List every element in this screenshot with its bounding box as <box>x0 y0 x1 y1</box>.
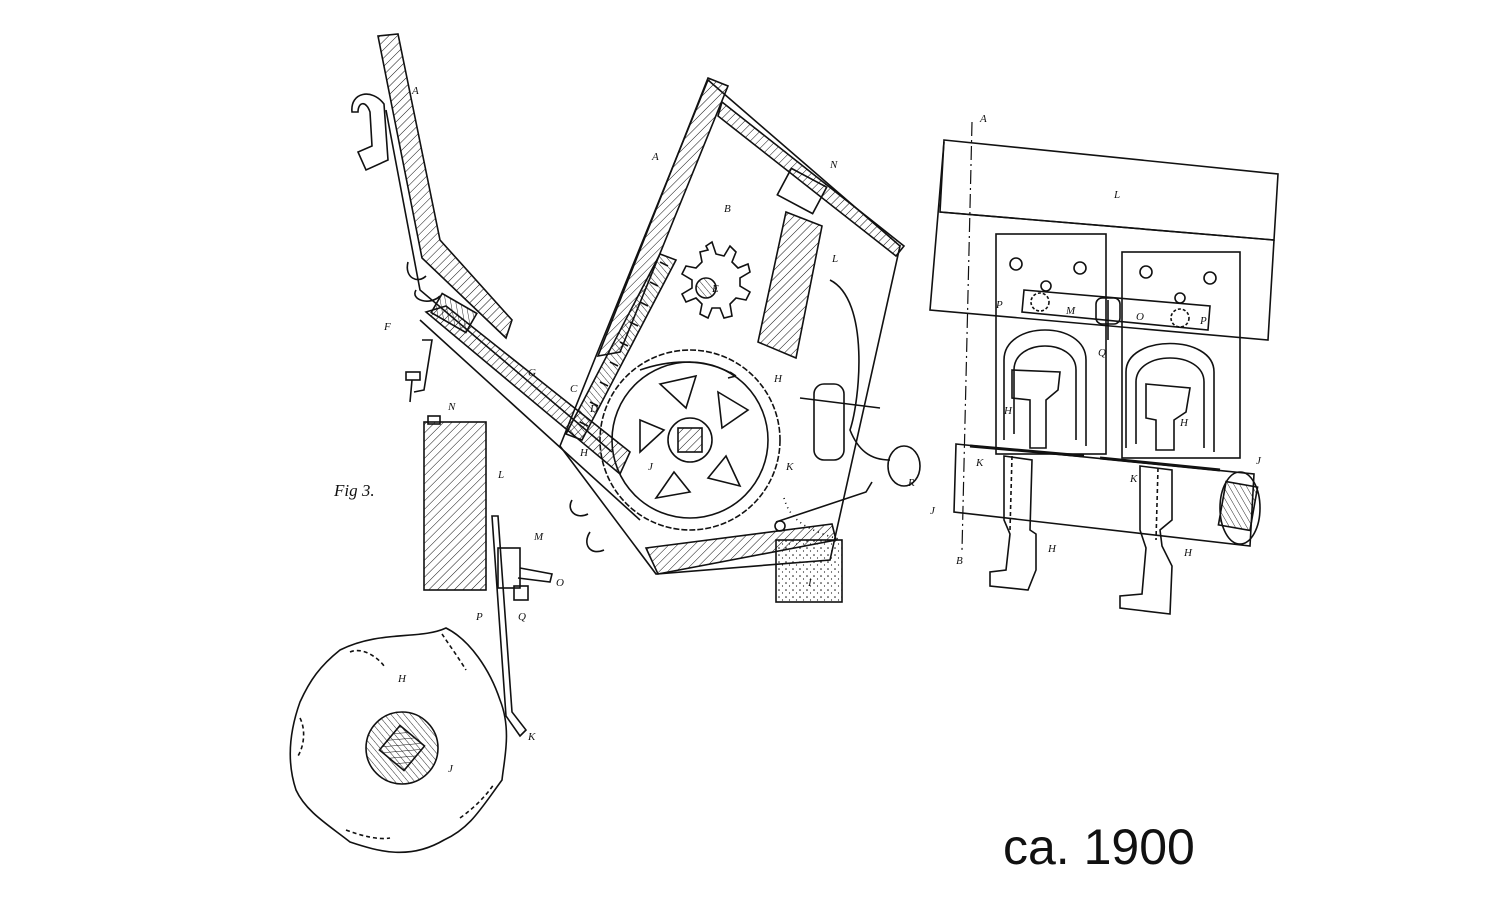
wheel-h <box>599 349 781 531</box>
label-right-a: A <box>979 113 987 125</box>
label-left-o: O <box>556 577 564 589</box>
label-right-m: M <box>1065 305 1076 317</box>
label-right-l: L <box>1113 189 1120 201</box>
beam-l <box>939 139 1279 241</box>
label-mid-k: K <box>785 461 794 473</box>
label-mid-a: A <box>651 151 659 163</box>
label-right-p-left: P <box>995 299 1003 311</box>
shaft-j <box>677 427 703 453</box>
label-right-b: B <box>956 555 963 567</box>
label-left-h: H <box>397 673 407 685</box>
labels-left: A F G N L M O P Q H J K <box>383 85 564 775</box>
label-right-h-right: H <box>1179 417 1189 429</box>
lever-block-l <box>423 421 487 591</box>
label-right-h-left: H <box>1003 405 1013 417</box>
clip-n <box>776 167 828 215</box>
link-bar-m <box>1021 289 1211 331</box>
strap-k <box>491 515 528 738</box>
date-caption: ca. 1900 <box>1003 819 1195 875</box>
label-right-h-foot-left: H <box>1047 543 1057 555</box>
figure-label: Fig 3. <box>333 481 375 500</box>
label-right-k-left: K <box>975 457 984 469</box>
label-mid-c: C <box>570 383 578 395</box>
label-right-j-left: J <box>930 505 936 517</box>
label-mid-r: R <box>907 477 915 489</box>
label-right-j-right: J <box>1256 455 1262 467</box>
foot-right <box>1119 465 1173 615</box>
label-mid-h-left: H <box>579 447 589 459</box>
label-left-p: P <box>475 611 483 623</box>
arch-right <box>1125 342 1215 452</box>
hook <box>351 93 389 172</box>
chute-board-a <box>377 33 513 340</box>
knob-r <box>887 445 921 487</box>
label-left-m: M <box>533 531 544 543</box>
cutter-right <box>1145 383 1191 451</box>
label-left-f: F <box>383 321 391 333</box>
label-left-n: N <box>447 401 456 413</box>
label-left-a: A <box>411 85 419 97</box>
pinion-e <box>680 240 752 320</box>
inner-wall-l <box>757 210 823 360</box>
label-mid-n: N <box>829 159 838 171</box>
label-right-k-right: K <box>1129 473 1138 485</box>
cutter-left <box>1011 369 1061 449</box>
label-mid-h-top: H <box>773 373 783 385</box>
label-left-k: K <box>527 731 536 743</box>
roof-a <box>596 76 730 358</box>
middle-assembly <box>559 76 921 603</box>
plate-right <box>1121 251 1241 459</box>
label-right-p-right: P <box>1199 315 1207 327</box>
label-mid-l: L <box>831 253 838 265</box>
label-right-o: O <box>1136 311 1144 323</box>
rack-cd <box>564 253 678 441</box>
label-mid-i: I <box>807 577 813 589</box>
label-right-h-foot-right: H <box>1183 547 1193 559</box>
right-assembly <box>929 121 1279 615</box>
label-mid-j: J <box>648 461 654 473</box>
label-left-j: J <box>448 763 454 775</box>
label-left-q: Q <box>518 611 526 623</box>
section-line <box>961 121 973 551</box>
square-shaft-j <box>378 724 426 772</box>
block-f <box>430 292 478 334</box>
label-mid-d: D <box>589 403 598 415</box>
arch-left <box>1003 329 1087 446</box>
label-mid-b: B <box>724 203 731 215</box>
cam-block <box>813 383 845 461</box>
label-mid-e: E <box>711 283 719 295</box>
label-left-g: G <box>528 367 536 379</box>
labels-right: A B L P M O P Q H H K K J J H H <box>930 113 1262 567</box>
roller-j <box>1219 471 1261 545</box>
left-assembly <box>289 33 641 854</box>
label-right-q: Q <box>1098 347 1106 359</box>
plate-left <box>995 233 1107 455</box>
wheel-h-side <box>289 627 508 854</box>
label-left-l: L <box>497 469 504 481</box>
foot-left <box>989 455 1037 591</box>
labels-middle: A B E N L C D H H J K R I <box>570 151 915 589</box>
